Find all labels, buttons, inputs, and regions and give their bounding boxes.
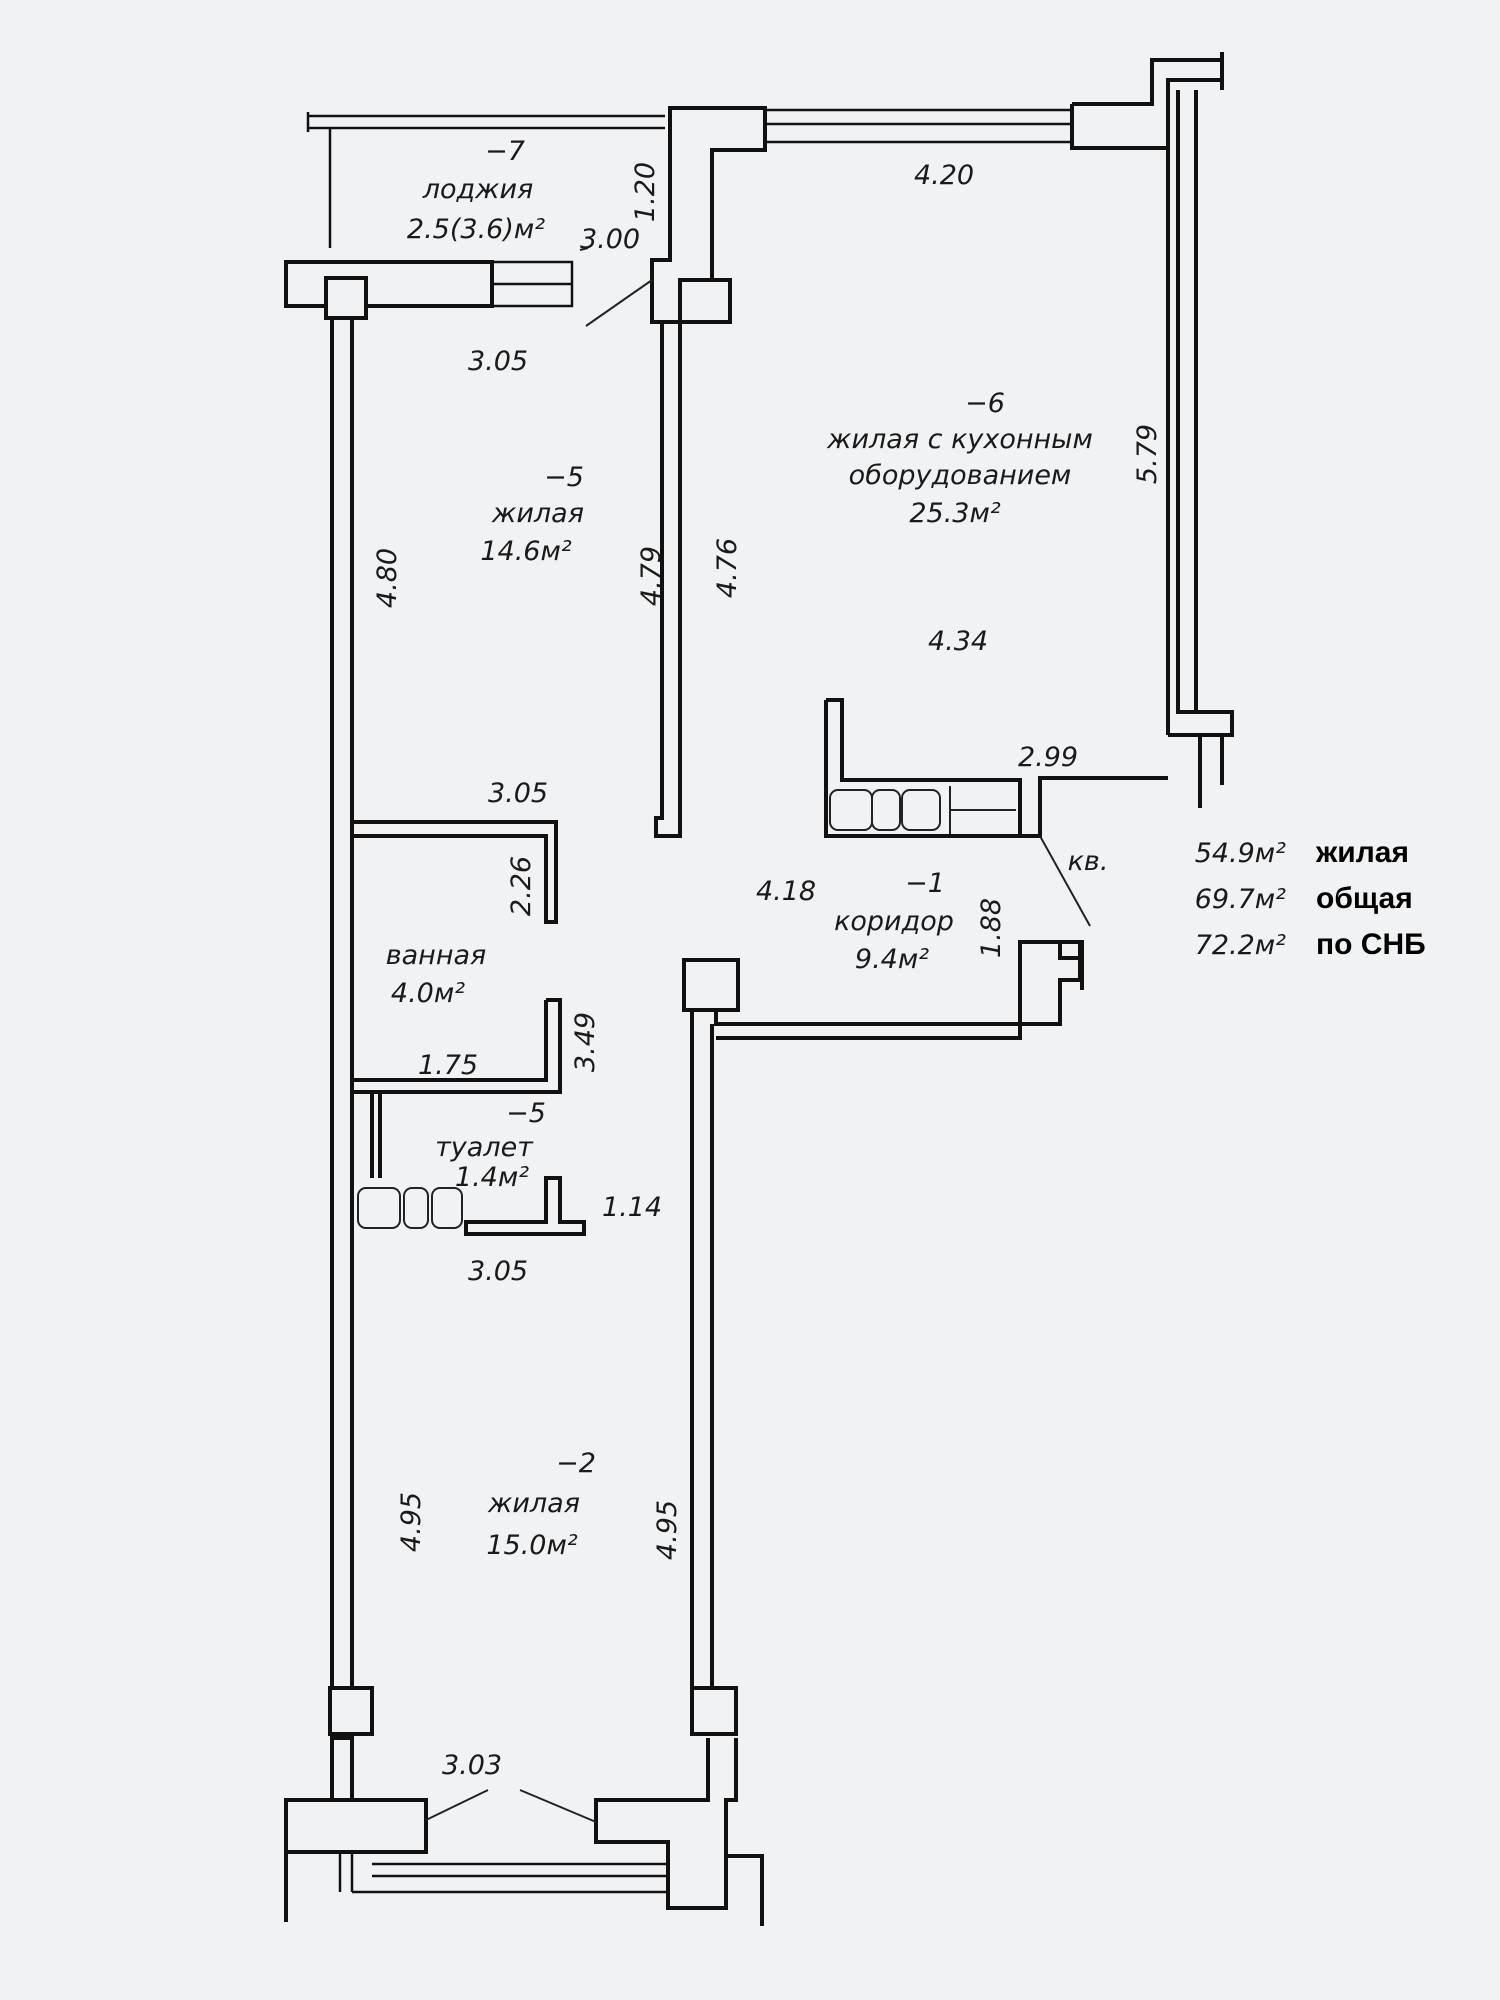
left-wall xyxy=(330,316,354,1740)
room-name: лоджия xyxy=(422,174,534,205)
bottom-window xyxy=(338,1852,668,1894)
dim-5-79: 5.79 xyxy=(1132,424,1163,484)
loggia-railing xyxy=(306,112,665,248)
room-area: 15.0м² xyxy=(486,1530,577,1561)
dim-4-79: 4.79 xyxy=(636,546,667,606)
toilet-walls xyxy=(370,1092,586,1236)
dim-3-05-low: 3.05 xyxy=(468,1256,528,1287)
summary-label-total: общая xyxy=(1316,882,1413,915)
top-window xyxy=(765,108,1072,144)
sink-left xyxy=(871,789,901,831)
room-name: жилая xyxy=(487,1488,580,1519)
dim-2-99: 2.99 xyxy=(1018,742,1078,773)
dim-4-18: 4.18 xyxy=(756,876,816,907)
loggia-wall-block xyxy=(284,260,494,308)
dim-4-95-right: 4.95 xyxy=(652,1500,683,1560)
room-area: 14.6м² xyxy=(480,536,571,567)
dim-4-95-left: 4.95 xyxy=(396,1492,427,1552)
room-area: 4.0м² xyxy=(391,978,465,1009)
sink-right xyxy=(901,789,941,831)
column-top-left xyxy=(324,276,368,320)
summary-value-snb: 72.2м² xyxy=(1195,930,1286,961)
room-toilet: −5 туалет 1.4м² xyxy=(435,1098,546,1193)
dim-1-88: 1.88 xyxy=(976,898,1007,958)
room-number: −5 xyxy=(544,462,584,493)
bottom-left-wall xyxy=(284,1738,354,1922)
room-name: коридор xyxy=(834,906,954,937)
walls xyxy=(284,52,1234,1926)
room-number: −1 xyxy=(905,868,945,899)
column-bottom-left xyxy=(328,1686,374,1736)
dim-3-00: 3.00 xyxy=(580,224,640,255)
room-area: 9.4м² xyxy=(855,944,929,975)
summary-label-snb: по СНБ xyxy=(1316,928,1426,961)
dimensions: 1.20 4.20 3.00 3.05 5.79 4.80 4.79 4.76 … xyxy=(372,160,1163,1781)
dim-1-75: 1.75 xyxy=(418,1050,478,1081)
room-bathroom: ванная 4.0м² xyxy=(386,940,487,1009)
kitchen-counter xyxy=(824,698,1020,838)
room-area: 1.4м² xyxy=(455,1162,529,1193)
room-number: −2 xyxy=(556,1448,596,1479)
room-name-line2: оборудованием xyxy=(849,460,1072,491)
loggia-door-tick xyxy=(579,247,589,251)
stove xyxy=(829,789,873,831)
room-number: −7 xyxy=(485,136,525,167)
right-wall xyxy=(1166,52,1234,808)
room-bedroom-bottom: −2 жилая 15.0м² xyxy=(486,1448,596,1561)
dim-4-76: 4.76 xyxy=(712,538,743,598)
bottom-right-pier xyxy=(594,1738,764,1926)
balcony-door-left xyxy=(425,1789,489,1821)
room-loggia: −7 лоджия 2.5(3.6)м² xyxy=(407,136,545,245)
dim-3-03: 3.03 xyxy=(442,1750,502,1781)
balcony-door-right xyxy=(519,1789,597,1823)
area-summary: 54.9м² жилая 69.7м² общая 72.2м² по СНБ xyxy=(1195,836,1426,961)
entrance-label: кв. xyxy=(1068,846,1109,877)
room-name: ванная xyxy=(386,940,487,971)
dim-3-05-mid: 3.05 xyxy=(488,778,548,809)
room-area: 25.3м² xyxy=(909,498,1000,529)
wall-bedroom-2-right xyxy=(690,1010,714,1688)
summary-label-living: жилая xyxy=(1315,836,1409,869)
bathroom-right-wall xyxy=(352,998,562,1094)
room-area: 2.5(3.6)м² xyxy=(407,214,545,245)
entry-door-leaf xyxy=(1039,835,1091,927)
top-right-pier xyxy=(1070,52,1224,150)
loggia-door xyxy=(585,279,653,327)
dim-3-49: 3.49 xyxy=(570,1012,601,1072)
room-name-line1: жилая с кухонным xyxy=(826,424,1093,455)
dim-4-20: 4.20 xyxy=(914,160,974,191)
room-corridor: −1 коридор 9.4м² xyxy=(834,868,954,975)
room-living-kitchen: −6 жилая с кухонным оборудованием 25.3м² xyxy=(826,388,1093,529)
dim-4-80: 4.80 xyxy=(372,548,403,608)
dim-2-26: 2.26 xyxy=(506,856,537,916)
room-number: −5 xyxy=(506,1098,546,1129)
right-wall-step xyxy=(1018,776,1168,838)
room-name: туалет xyxy=(435,1132,534,1163)
entry-door xyxy=(1060,940,1084,990)
loggia-window xyxy=(492,260,574,308)
dim-1-14: 1.14 xyxy=(602,1192,662,1223)
column-corridor xyxy=(682,958,740,1012)
counter-divisions xyxy=(949,786,1016,834)
toilet-fixture-right xyxy=(431,1187,463,1229)
column-top-center xyxy=(678,278,732,324)
room-number: −6 xyxy=(965,388,1005,419)
toilet-fixture-left xyxy=(357,1187,401,1229)
dim-4-34: 4.34 xyxy=(928,626,988,657)
summary-value-total: 69.7м² xyxy=(1195,884,1286,915)
dim-1-20: 1.20 xyxy=(630,162,661,222)
room-bedroom-top: −5 жилая 14.6м² xyxy=(480,462,584,567)
toilet-fixture-mid xyxy=(403,1187,429,1229)
column-bottom-right xyxy=(690,1686,738,1736)
partition-5-6 xyxy=(654,322,682,838)
bottom-left-pier xyxy=(284,1798,428,1854)
summary-value-living: 54.9м² xyxy=(1195,838,1286,869)
bathroom-top-wall xyxy=(352,820,558,924)
dim-3-05-top: 3.05 xyxy=(468,346,528,377)
room-name: жилая xyxy=(491,498,584,529)
